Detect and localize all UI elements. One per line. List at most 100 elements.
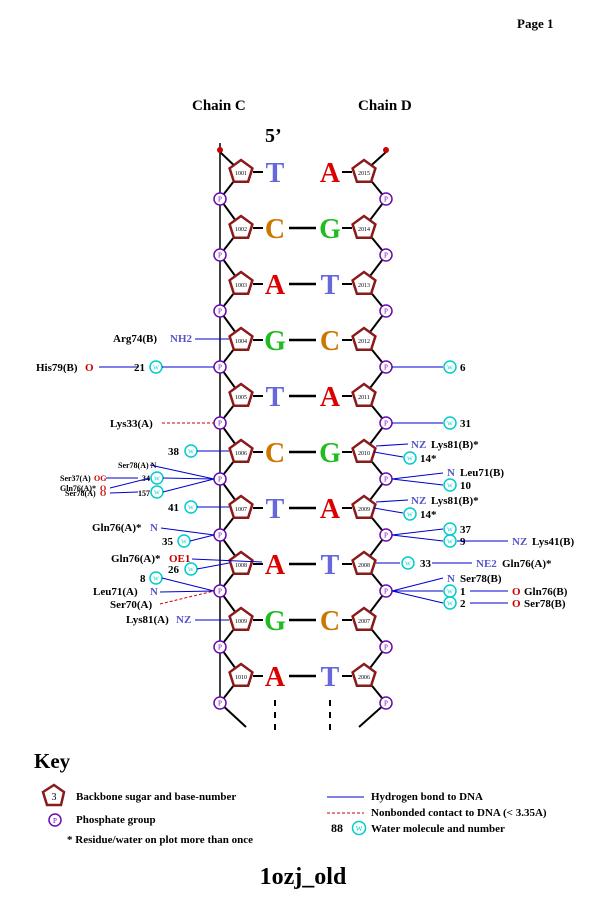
- hydrogen-bond: [391, 534, 444, 542]
- atom-n: N: [447, 467, 455, 479]
- water-letter: W: [181, 540, 187, 546]
- phosphate-left: [213, 192, 227, 206]
- water-number-26: 26: [168, 564, 180, 576]
- water-letter: W: [153, 366, 159, 372]
- residue-leu71b: Leu71(B): [460, 467, 504, 479]
- base-left-T: T: [266, 158, 285, 189]
- water-number-6: 6: [460, 362, 466, 374]
- water-letter: W: [447, 528, 453, 534]
- residue-his79: His79(B): [36, 362, 78, 374]
- key-nonbond-label: Nonbonded contact to DNA (< 3.35A): [371, 807, 547, 819]
- hydrogen-bond: [391, 478, 444, 486]
- sugar-number-left: 1004: [235, 339, 247, 345]
- residue-gln76a: Gln76(A)*: [502, 558, 552, 570]
- sugar-number-left: 1003: [235, 283, 247, 289]
- base-right-T: T: [321, 662, 340, 693]
- key-sugar-icon: [41, 783, 66, 807]
- residue-gln76a: Gln76(A)*: [111, 553, 161, 565]
- atom-o: O: [100, 489, 106, 498]
- residue-ser70a: Ser70(A): [110, 599, 152, 611]
- sugar-number-left: 1007: [235, 507, 247, 513]
- water-number-37: 37: [460, 524, 472, 536]
- water-number-14: 14*: [420, 509, 437, 521]
- base-right-A: A: [320, 158, 341, 189]
- base-left-G: G: [264, 326, 286, 357]
- water-letter: W: [154, 491, 160, 497]
- key-sugar-label: Backbone sugar and base-number: [76, 791, 236, 803]
- diagram-title: 1ozj_old: [260, 864, 347, 890]
- sugar-left-1005: [228, 382, 254, 407]
- key: Key 3 Backbone sugar and base-number P P…: [34, 749, 547, 846]
- sugar-number-right: 2009: [358, 507, 370, 513]
- atom-his79-o: O: [85, 362, 94, 374]
- water-letter: W: [188, 568, 194, 574]
- water-letter: W: [153, 577, 159, 583]
- key-hbond-label: Hydrogen bond to DNA: [371, 791, 483, 803]
- water-number-157: 157: [138, 489, 150, 498]
- base-left-G: G: [264, 606, 286, 637]
- water-letter: W: [447, 366, 453, 372]
- sugar-number-left: 1005: [235, 395, 247, 401]
- sugar-number-right: 2012: [358, 339, 370, 345]
- residue-ser78b: Ser78(B): [460, 573, 502, 585]
- sugar-left-1010: [228, 662, 254, 687]
- phosphate-right-label: P: [384, 308, 388, 316]
- water-letter: W: [405, 562, 411, 568]
- phosphate-left-label: P: [218, 476, 222, 484]
- sugar-left-1001: [228, 158, 254, 183]
- sugar-number-left: 1008: [235, 563, 247, 569]
- hydrogen-bond: [162, 478, 215, 493]
- phosphate-left-label: P: [218, 700, 222, 708]
- phosphate-left: [213, 696, 227, 710]
- key-phosphate-label: Phosphate group: [76, 814, 156, 826]
- water-number-33: 33: [420, 558, 432, 570]
- atom-nz: NZ: [411, 439, 426, 451]
- sugar-right-2009: [351, 494, 377, 519]
- sugar-number-left: 1010: [235, 675, 247, 681]
- hydrogen-bond: [391, 528, 444, 536]
- water-molecule: [443, 360, 457, 374]
- key-water-label: Water molecule and number: [371, 823, 505, 835]
- base-right-G: G: [319, 438, 341, 469]
- phosphate-right-label: P: [384, 252, 388, 260]
- atom-nz: NZ: [411, 495, 426, 507]
- base-left-T: T: [266, 382, 285, 413]
- phosphate-left-label: P: [218, 364, 222, 372]
- residue-lys81a: Lys81(A): [126, 614, 169, 626]
- phosphate-left: [213, 304, 227, 318]
- atom-o: O: [512, 598, 521, 610]
- water-molecule: [443, 478, 457, 492]
- key-sugar-number: 3: [52, 792, 57, 803]
- sugar-number-right: 2007: [358, 619, 370, 625]
- phosphate-right: [379, 696, 393, 710]
- phosphate-left-label: P: [218, 532, 222, 540]
- water-number-41: 41: [168, 502, 179, 514]
- water-number-38: 38: [168, 446, 180, 458]
- base-right-T: T: [321, 270, 340, 301]
- hydrogen-bond: [191, 558, 263, 563]
- hydrogen-bond: [109, 491, 139, 494]
- base-right-C: C: [320, 606, 340, 637]
- key-phosphate-letter: P: [53, 817, 57, 825]
- phosphate-left-label: P: [218, 308, 222, 316]
- atom-nz: NZ: [512, 536, 527, 548]
- water-letter: W: [447, 602, 453, 608]
- residue-gln76a: Gln76(A)*: [60, 484, 96, 493]
- key-water-icon: [351, 820, 367, 836]
- sugar-left-1004: [228, 326, 254, 351]
- atom-o: O: [512, 586, 521, 598]
- atom-o: O: [100, 484, 106, 493]
- phosphate-left-label: P: [218, 644, 222, 652]
- sugar-left-1003: [228, 270, 254, 295]
- key-water-number: 88: [331, 821, 343, 835]
- water-number-2: 2: [460, 598, 466, 610]
- five-prime-label: 5’: [265, 125, 282, 147]
- sugar-number-left: 1001: [235, 171, 247, 177]
- hydrogen-bond: [162, 477, 215, 480]
- sugar-number-right: 2011: [358, 395, 370, 401]
- residue-lys81b: Lys81(B)*: [431, 439, 479, 451]
- hydrogen-bond: [149, 464, 215, 480]
- residue-gln76a: Gln76(A)*: [92, 522, 142, 534]
